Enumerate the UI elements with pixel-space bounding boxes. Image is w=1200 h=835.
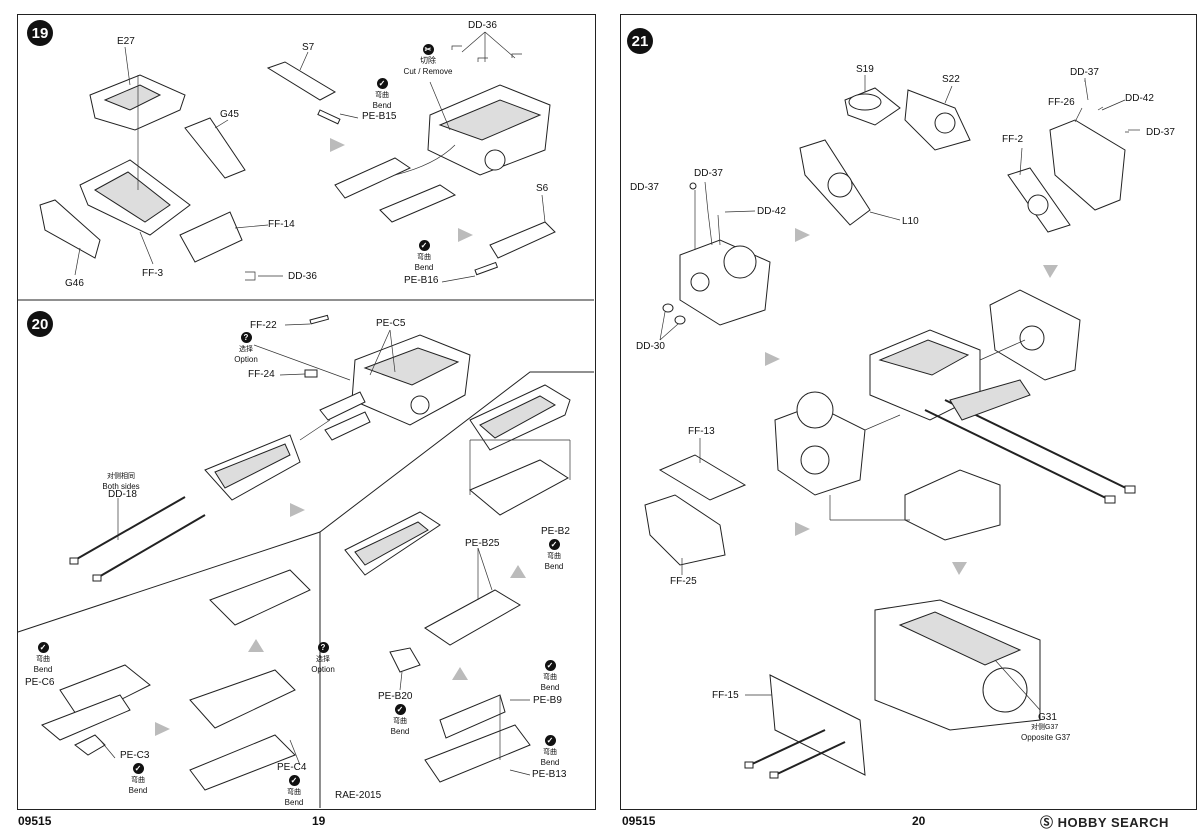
label-PEB20: PE-B20 — [378, 691, 413, 702]
label-FF22: FF-22 — [250, 320, 277, 331]
label-G45: G45 — [220, 109, 239, 120]
step-19-drawing — [18, 31, 594, 301]
bend-icon: ✓ — [288, 775, 300, 786]
label-FF3: FF-3 — [142, 268, 164, 279]
bend-icon: ✓ — [544, 660, 556, 671]
step-21-badge: 21 — [627, 28, 653, 54]
label-PEB15: PE-B15 — [362, 111, 397, 122]
bend-icon: ✓ — [544, 735, 556, 746]
label-DD30: DD-30 — [636, 341, 665, 352]
label-DD42-b: DD-42 — [757, 206, 786, 217]
label-G46: G46 — [65, 278, 84, 289]
bend-note-B13: ✓ 弯曲 Bend — [540, 735, 560, 767]
label-S19: S19 — [856, 64, 874, 75]
label-FF26: FF-26 — [1048, 97, 1075, 108]
label-PEB16: PE-B16 — [404, 275, 439, 286]
bend-note-1: ✓ 弯曲 Bend — [372, 78, 392, 110]
bend-note-C6: ✓ 弯曲 Bend — [33, 642, 53, 674]
label-DD37-b: DD-37 — [1146, 127, 1175, 138]
option-icon: ? — [240, 332, 252, 343]
left-page-frame — [17, 14, 596, 810]
label-S22: S22 — [942, 74, 960, 85]
label-FF24: FF-24 — [248, 369, 275, 380]
label-DD37-d: DD-37 — [694, 168, 723, 179]
right-page: 21 — [600, 0, 1200, 835]
bend-icon: ✓ — [548, 539, 560, 550]
bend-note-2: ✓ 弯曲 Bend — [414, 240, 434, 272]
step-20-drawing — [17, 314, 594, 808]
label-FF13: FF-13 — [688, 426, 715, 437]
label-L10: L10 — [902, 216, 919, 227]
label-PEB9: PE-B9 — [533, 695, 562, 706]
bend-icon: ✓ — [37, 642, 49, 653]
label-E27: E27 — [117, 36, 135, 47]
label-FF15: FF-15 — [712, 690, 739, 701]
label-FF14: FF-14 — [268, 219, 295, 230]
option-note-1: ? 选择 Option — [234, 332, 258, 364]
bend-icon: ✓ — [394, 704, 406, 715]
step-19-badge: 19 — [27, 20, 53, 46]
label-DD37-c: DD-37 — [630, 182, 659, 193]
step-20-badge: 20 — [27, 311, 53, 337]
option-note-2: ? 选择 Option — [311, 642, 335, 674]
label-DD36-a: DD-36 — [288, 271, 317, 282]
label-PEB13: PE-B13 — [532, 769, 567, 780]
step-21-drawing — [644, 75, 1140, 779]
label-DD18: DD-18 — [108, 489, 137, 500]
right-page-frame — [620, 14, 1197, 810]
label-FF25: FF-25 — [670, 576, 697, 587]
bend-note-B2: ✓ 弯曲 Bend — [544, 539, 564, 571]
label-S7: S7 — [302, 42, 315, 53]
label-G31: G31 — [1038, 712, 1057, 723]
bend-note-B20: ✓ 弯曲 Bend — [390, 704, 410, 736]
bend-icon: ✓ — [418, 240, 430, 251]
option-icon: ? — [317, 642, 329, 653]
label-DD36-b: DD-36 — [468, 20, 497, 31]
right-footer-code: 09515 — [622, 814, 656, 828]
product-code: RAE-2015 — [335, 790, 382, 801]
label-PEB2: PE-B2 — [541, 526, 570, 537]
bend-icon: ✓ — [376, 78, 388, 89]
label-G37-cn: 对侧G37 — [1031, 724, 1059, 731]
cut-remove-note: ✂ 切除 Cut / Remove — [403, 44, 453, 76]
bend-note-B9: ✓ 弯曲 Bend — [540, 660, 560, 692]
label-DD37-a: DD-37 — [1070, 67, 1099, 78]
label-PEC3: PE-C3 — [120, 750, 150, 761]
watermark-logo-icon: Ⓢ — [1040, 815, 1058, 830]
label-PEB25: PE-B25 — [465, 538, 500, 549]
cut-icon: ✂ — [422, 44, 434, 55]
label-S6: S6 — [536, 183, 549, 194]
right-page-number: 20 — [912, 814, 926, 828]
label-PEC4: PE-C4 — [277, 762, 307, 773]
label-FF2: FF-2 — [1002, 134, 1024, 145]
label-G37: Opposite G37 — [1021, 733, 1071, 742]
bend-icon: ✓ — [132, 763, 144, 774]
label-PEC5: PE-C5 — [376, 318, 406, 329]
bend-note-C4: ✓ 弯曲 Bend — [284, 775, 304, 807]
left-page-number: 19 — [312, 814, 326, 828]
bend-note-C3: ✓ 弯曲 Bend — [128, 763, 148, 795]
left-footer-code: 09515 — [18, 814, 52, 828]
label-DD42-a: DD-42 — [1125, 93, 1154, 104]
watermark: Ⓢ HOBBY SEARCH — [1040, 815, 1169, 830]
label-PEC6: PE-C6 — [25, 677, 55, 688]
left-page: 19 — [17, 14, 596, 828]
both-sides-note: 对侧相同 Both sides — [102, 473, 140, 491]
